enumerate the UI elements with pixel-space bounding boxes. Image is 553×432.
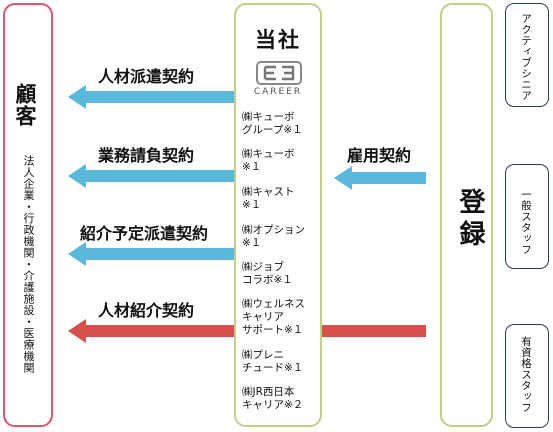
- staff-type-active-senior: アクティブシニア: [505, 3, 549, 107]
- company-item: ㈱キャスト ※１: [242, 186, 295, 211]
- staff-type-qualified: 有資格スタッフ: [505, 324, 549, 428]
- company-brand: CAREER: [253, 87, 303, 97]
- registration-box: 登録: [440, 3, 493, 427]
- label-outsourcing: 業務請負契約: [98, 146, 195, 165]
- e3-logo-icon: [256, 61, 302, 85]
- company-item: ㈱オプション ※１: [242, 224, 305, 249]
- company-item: ㈱プレニ チュード※１: [242, 349, 304, 374]
- company-item: ㈱キューボ ※１: [242, 148, 295, 173]
- arrow-outsourcing: [68, 164, 234, 188]
- label-employment: 雇用契約: [347, 146, 412, 165]
- company-box: 当社 CAREER ㈱キューボ グループ※１ ㈱キューボ ※１ ㈱キャスト ※１…: [234, 3, 322, 427]
- arrow-dispatch: [68, 85, 234, 109]
- registration-title: 登録: [455, 188, 485, 252]
- label-dispatch: 人材派遣契約: [98, 67, 195, 86]
- arrow-temp-to-perm: [68, 242, 234, 266]
- customer-title: 顧客: [13, 83, 37, 127]
- staff-type-label: 一般スタッフ: [520, 189, 532, 255]
- arrow-employment: [334, 166, 426, 190]
- customer-subtitle: 法人企業・行政機関・介護施設・医療機関: [22, 155, 35, 374]
- company-item: ㈱ウェルネス キャリア サポート※１: [242, 298, 305, 336]
- company-title: 当社: [255, 28, 301, 52]
- staff-type-label: アクティブシニア: [520, 13, 532, 101]
- staff-type-label: 有資格スタッフ: [520, 336, 532, 413]
- company-item: ㈱JR西日本 キャリア※２: [242, 386, 304, 411]
- customer-box: 顧客 法人企業・行政機関・介護施設・医療機関: [3, 3, 53, 427]
- company-item: ㈱キューボ グループ※１: [242, 111, 303, 136]
- label-placement: 人材紹介契約: [98, 301, 195, 320]
- label-temp-to-perm: 紹介予定派遣契約: [80, 224, 209, 243]
- company-item: ㈱ジョブ コラボ※１: [242, 261, 293, 286]
- staff-type-general: 一般スタッフ: [505, 164, 549, 269]
